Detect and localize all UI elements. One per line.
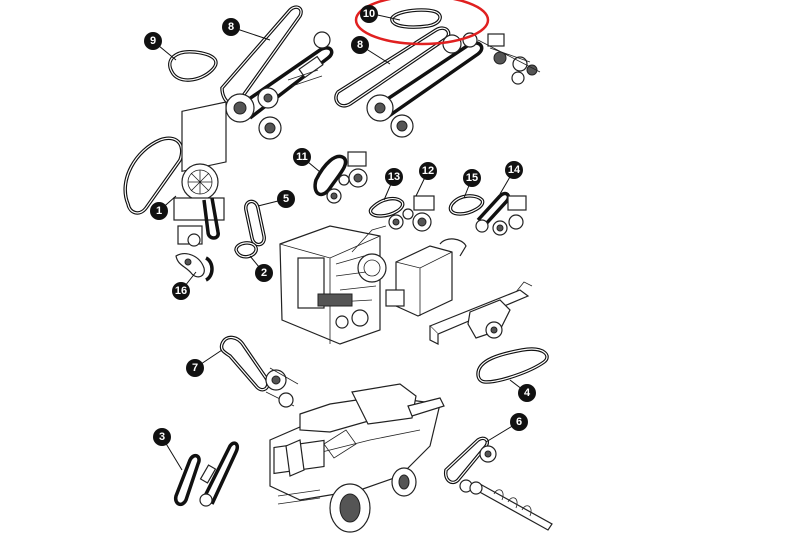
callout-11: 11 xyxy=(293,148,311,166)
svg-text:8: 8 xyxy=(357,39,363,51)
pulley-14-drawing xyxy=(475,191,527,236)
belt-7-drawing xyxy=(219,335,299,408)
svg-text:4: 4 xyxy=(524,387,531,399)
callout-13: 13 xyxy=(385,168,403,186)
callout-4: 4 xyxy=(518,384,536,402)
belt-5-drawing xyxy=(244,199,266,247)
hose-16-drawing xyxy=(175,253,214,282)
belt-9-drawing xyxy=(168,50,218,82)
svg-text:13: 13 xyxy=(388,171,400,183)
svg-text:6: 6 xyxy=(516,416,522,428)
callout-2: 2 xyxy=(255,264,273,282)
svg-text:7: 7 xyxy=(192,362,198,374)
svg-text:15: 15 xyxy=(466,172,478,184)
pulley-12-drawing xyxy=(388,195,435,232)
belt-15-drawing xyxy=(448,194,485,216)
callout-15: 15 xyxy=(463,169,481,187)
svg-text:12: 12 xyxy=(422,165,434,177)
highlight-circle xyxy=(354,0,490,46)
pump-11-drawing xyxy=(313,151,368,204)
svg-text:16: 16 xyxy=(175,285,187,297)
belt-8-left-drawing xyxy=(220,5,334,140)
callout-8-right: 8 xyxy=(351,36,369,54)
callout-14: 14 xyxy=(505,161,523,179)
belt-2-drawing xyxy=(234,241,258,259)
callout-9: 9 xyxy=(144,32,162,50)
svg-text:11: 11 xyxy=(296,151,308,163)
svg-text:9: 9 xyxy=(150,35,156,47)
svg-text:10: 10 xyxy=(363,8,375,20)
svg-text:2: 2 xyxy=(261,267,267,279)
engine-drawing xyxy=(279,225,467,345)
belt-3-drawing xyxy=(173,441,240,507)
svg-text:1: 1 xyxy=(156,205,162,217)
callout-1: 1 xyxy=(150,202,168,220)
callout-7: 7 xyxy=(186,359,204,377)
belt-6-drawing xyxy=(443,436,553,531)
combine-harvester-drawing xyxy=(269,383,445,533)
belt-4-drawing xyxy=(428,281,549,384)
svg-text:14: 14 xyxy=(508,164,521,176)
callout-8-left: 8 xyxy=(222,18,240,36)
callout-12: 12 xyxy=(419,162,437,180)
belt-1-drawing xyxy=(123,101,227,247)
callout-10: 10 xyxy=(360,5,378,23)
svg-text:3: 3 xyxy=(159,431,165,443)
callout-6: 6 xyxy=(510,413,528,431)
belt-10-drawing xyxy=(390,8,442,29)
callout-3: 3 xyxy=(153,428,171,446)
belt-13-drawing xyxy=(368,196,405,218)
svg-text:5: 5 xyxy=(283,193,289,205)
callout-16: 16 xyxy=(172,282,190,300)
svg-text:8: 8 xyxy=(228,21,234,33)
callout-5: 5 xyxy=(277,190,295,208)
